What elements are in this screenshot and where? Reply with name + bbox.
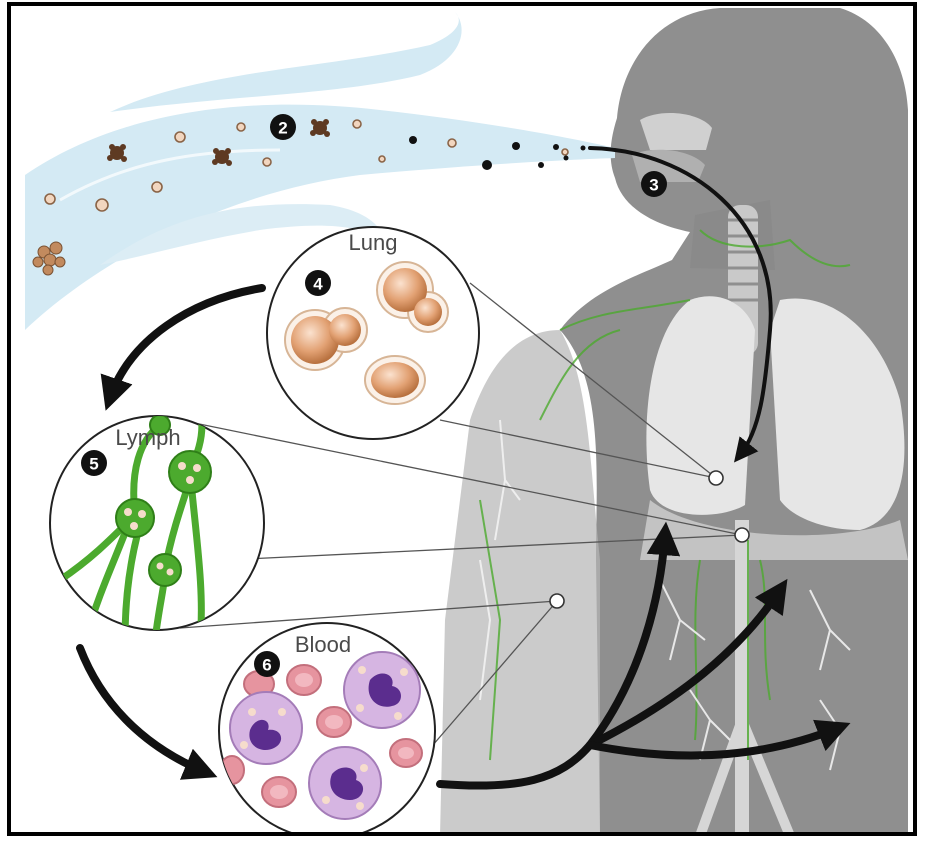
yeast-cell: [365, 356, 425, 404]
svg-text:3: 3: [649, 176, 658, 195]
blood-vessel-marker: [550, 594, 564, 608]
step-badge-6: 6: [254, 651, 280, 677]
lung-marker: [709, 471, 723, 485]
blood-label: Blood: [295, 632, 351, 657]
svg-text:2: 2: [278, 119, 287, 138]
step-badge-4: 4: [305, 270, 331, 296]
lymph-node-marker: [735, 528, 749, 542]
white-blood-cell: [309, 747, 381, 819]
lymph-node: [116, 499, 154, 537]
step-badge-2: 2: [270, 114, 296, 140]
svg-text:5: 5: [89, 455, 98, 474]
svg-text:4: 4: [313, 275, 323, 294]
lung-inset: Lung: [267, 227, 479, 439]
lymph-node: [149, 554, 181, 586]
step-badge-3: 3: [641, 171, 667, 197]
lung-label: Lung: [349, 230, 398, 255]
lymph-label: Lymph: [115, 425, 180, 450]
white-blood-cell: [344, 652, 420, 728]
blood-inset: Blood: [219, 623, 435, 836]
step-badge-5: 5: [81, 450, 107, 476]
lymph-node: [169, 451, 211, 493]
white-blood-cell: [230, 692, 302, 764]
svg-text:6: 6: [262, 656, 271, 675]
